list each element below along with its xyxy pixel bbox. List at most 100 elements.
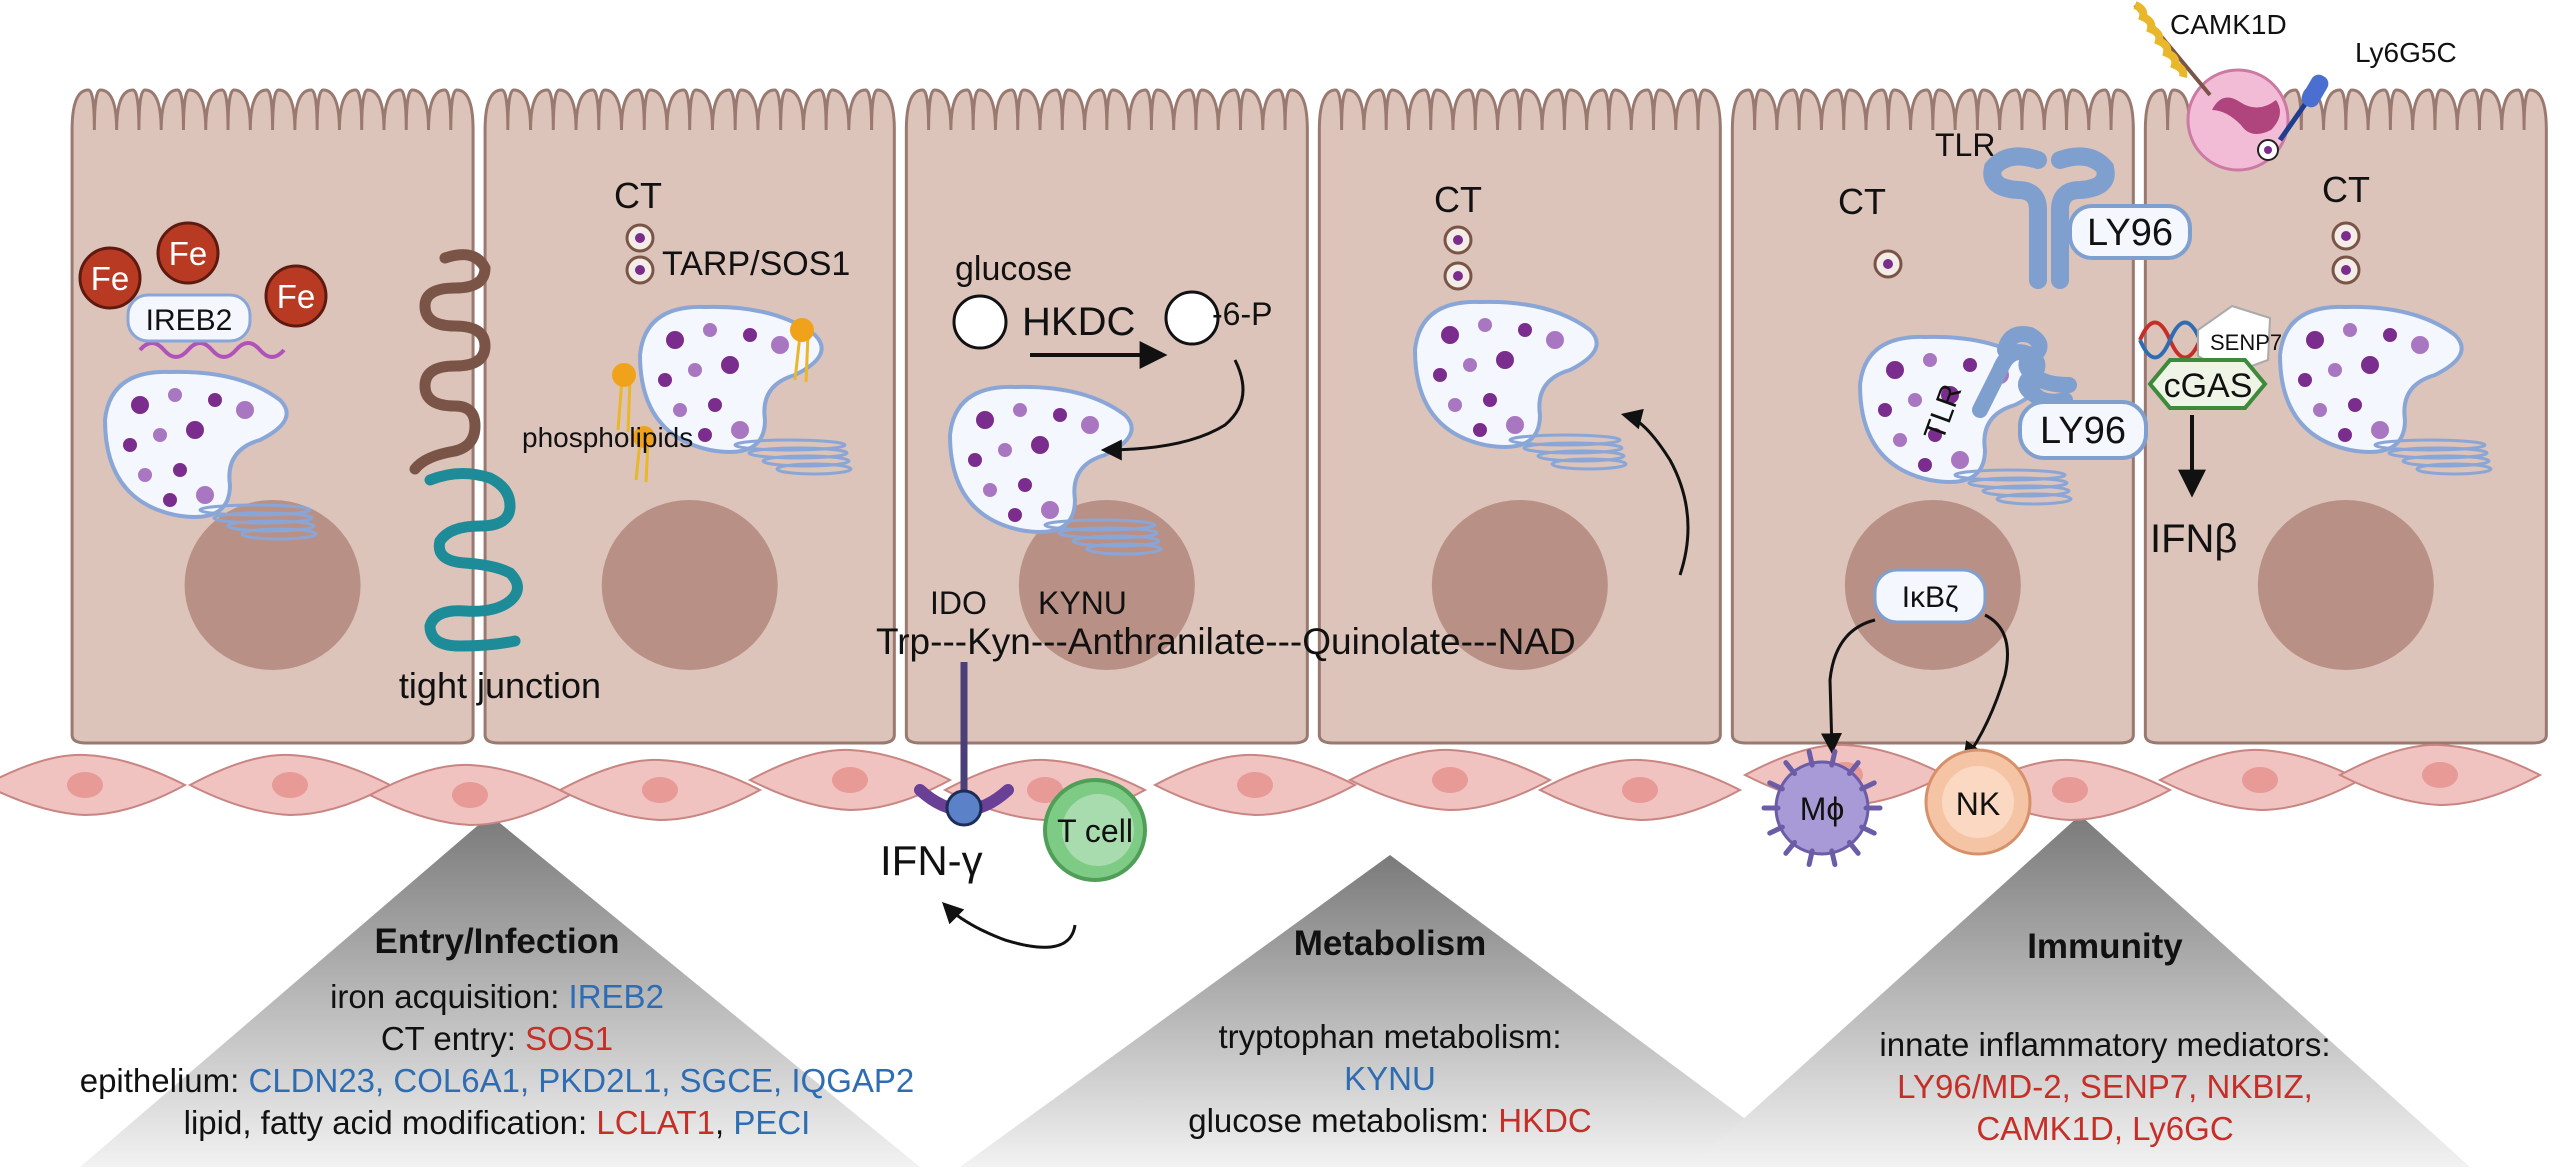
nk-cell: NK: [1924, 748, 2032, 856]
iron-label: Fe: [91, 260, 130, 297]
tarp-sos1-label: TARP/SOS1: [662, 245, 850, 283]
macrophage-spike: [1859, 780, 1877, 792]
chlamydia-inclusion: [947, 384, 1163, 556]
ct-label-cell2: CT: [614, 175, 662, 216]
tlr-label-top: TLR: [1935, 127, 1995, 163]
panel-text-segment: LCLAT1: [596, 1104, 715, 1141]
macrophage-spike: [1829, 848, 1838, 868]
macrophage-spike: [1767, 824, 1785, 836]
chlamydia-body: [658, 373, 672, 387]
macrophage-spike: [1767, 780, 1785, 792]
chlamydia-body: [196, 486, 214, 504]
golgi-stack: [1085, 542, 1163, 556]
macrophage-spike: [1829, 748, 1838, 768]
chlamydia-body: [1941, 386, 1959, 404]
chlamydia-body: [2371, 421, 2389, 439]
golgi-stack: [198, 503, 312, 517]
chlamydia-body: [2298, 373, 2312, 387]
chlamydia-body: [2338, 428, 2352, 442]
fibroblast-layer: [0, 743, 2543, 827]
senp7-shape: [2197, 304, 2272, 376]
chlamydia-body: [2361, 356, 2379, 374]
ifn-gamma-label: IFN-γ: [880, 837, 983, 884]
elementary-body: [2331, 255, 2361, 285]
golgi-stack: [1967, 476, 2069, 490]
tlr-receptor-inner: [1972, 326, 2077, 418]
iron-label: Fe: [169, 235, 208, 272]
t-cell-label: T cell: [1057, 813, 1133, 849]
chlamydia-inclusion: [1412, 299, 1628, 471]
panel-text-segment: LY96/MD-2, SENP7, NKBIZ,: [1897, 1068, 2313, 1105]
ly96-label-top: LY96: [2087, 212, 2173, 254]
entry-panel-text: Entry/Infection iron acquisition: IREB2C…: [80, 922, 915, 1141]
panel-text-segment: innate inflammatory mediators:: [1879, 1026, 2330, 1063]
ireb2-mrna-wave: [138, 341, 286, 359]
ct-elementary-bodies: CT CT CT CT: [614, 169, 2370, 291]
chlamydia-body: [1878, 403, 1892, 417]
chlamydia-body: [1928, 428, 1942, 442]
chlamydia-body: [666, 331, 684, 349]
chlamydia-body: [2348, 398, 2362, 412]
nucleus: [184, 500, 361, 670]
tcell-to-ifn-arrow: [942, 902, 1077, 949]
ly96-box-inner: [2018, 400, 2148, 460]
ido-label: IDO: [930, 585, 987, 621]
golgi-stack: [1071, 534, 1161, 548]
chlamydia-body: [168, 388, 182, 402]
fibroblast-cell: [2337, 743, 2543, 807]
entry-panel-lines: iron acquisition: IREB2 CT entry: SOS1 epi…: [80, 978, 915, 1141]
immunity-panel-triangle: [1690, 815, 2470, 1167]
chlamydia-body: [1918, 458, 1932, 472]
ct-label-cell6: CT: [2322, 169, 2370, 210]
chlamydia-body: [163, 493, 177, 507]
neutrophil-group: CAMK1D Ly6G5C: [2133, 1, 2457, 172]
panel-text-segment: lipid, fatty acid modification:: [184, 1104, 597, 1141]
golgi-stack: [212, 511, 314, 525]
nk-label: NK: [1956, 786, 2000, 822]
panel-text-line: tryptophan metabolism:: [1218, 1018, 1561, 1055]
ly6g5c-receptor-icon: [2277, 74, 2329, 142]
panel-text-line: iron acquisition: IREB2: [330, 978, 664, 1015]
chlamydia-body: [1478, 318, 1492, 332]
chlamydia-body: [1546, 331, 1564, 349]
chlamydia-body: [743, 328, 757, 342]
macrophage-spike: [1806, 848, 1815, 868]
chlamydia-inclusion: [2277, 304, 2493, 476]
nad-to-inclusion-arrow: [1620, 408, 1690, 576]
epithelial-cell-layer: [70, 88, 2548, 745]
immunity-panel-lines: innate inflammatory mediators: LY96/MD-2,…: [1879, 1026, 2330, 1147]
cgas-label: cGAS: [2164, 367, 2253, 405]
chlamydia-inclusion: [102, 369, 318, 541]
ifn-beta-label: IFNβ: [2150, 517, 2237, 561]
golgi-stack: [747, 446, 849, 460]
fibroblast-cell: [747, 748, 953, 812]
chlamydia-body: [731, 421, 749, 439]
chlamydia-body: [1923, 353, 1937, 367]
golgi-stack: [240, 527, 318, 541]
panel-text-line: epithelium: CLDN23, COL6A1, PKD2L1, SGCE…: [80, 1062, 915, 1099]
panel-text-line: glucose metabolism: HKDC: [1188, 1102, 1592, 1139]
macrophage-spike: [1806, 748, 1815, 768]
chlamydia-body: [1886, 361, 1904, 379]
panel-text-line: lipid, fatty acid modification: LCLAT1, …: [184, 1104, 811, 1141]
tryptophan-pathway-label: Trp---Kyn---Anthranilate---Quinolate---N…: [876, 621, 1576, 662]
panel-text-line: CT entry: SOS1: [381, 1020, 613, 1057]
elementary-body: [625, 223, 655, 253]
camk1d-coil-icon: [2133, 1, 2212, 97]
macrophage-label: Mϕ: [1800, 791, 1845, 827]
chlamydia-body: [1496, 351, 1514, 369]
panel-text-segment: SOS1: [525, 1020, 613, 1057]
panel-text-line: innate inflammatory mediators:: [1879, 1026, 2330, 1063]
golgi-stack: [1522, 441, 1624, 455]
chlamydia-body: [123, 438, 137, 452]
ikbz-label: IκBζ: [1902, 581, 1959, 614]
macrophage-spike: [1846, 839, 1861, 856]
macrophage-spike: [1846, 760, 1861, 777]
chlamydia-body: [138, 468, 152, 482]
glucose-hkdc-group: glucose HKDC -6-P: [952, 250, 1272, 461]
fibroblast-cell: [557, 758, 763, 822]
panel-text-segment: epithelium:: [80, 1062, 249, 1099]
panel-text-segment: KYNU: [1344, 1060, 1436, 1097]
